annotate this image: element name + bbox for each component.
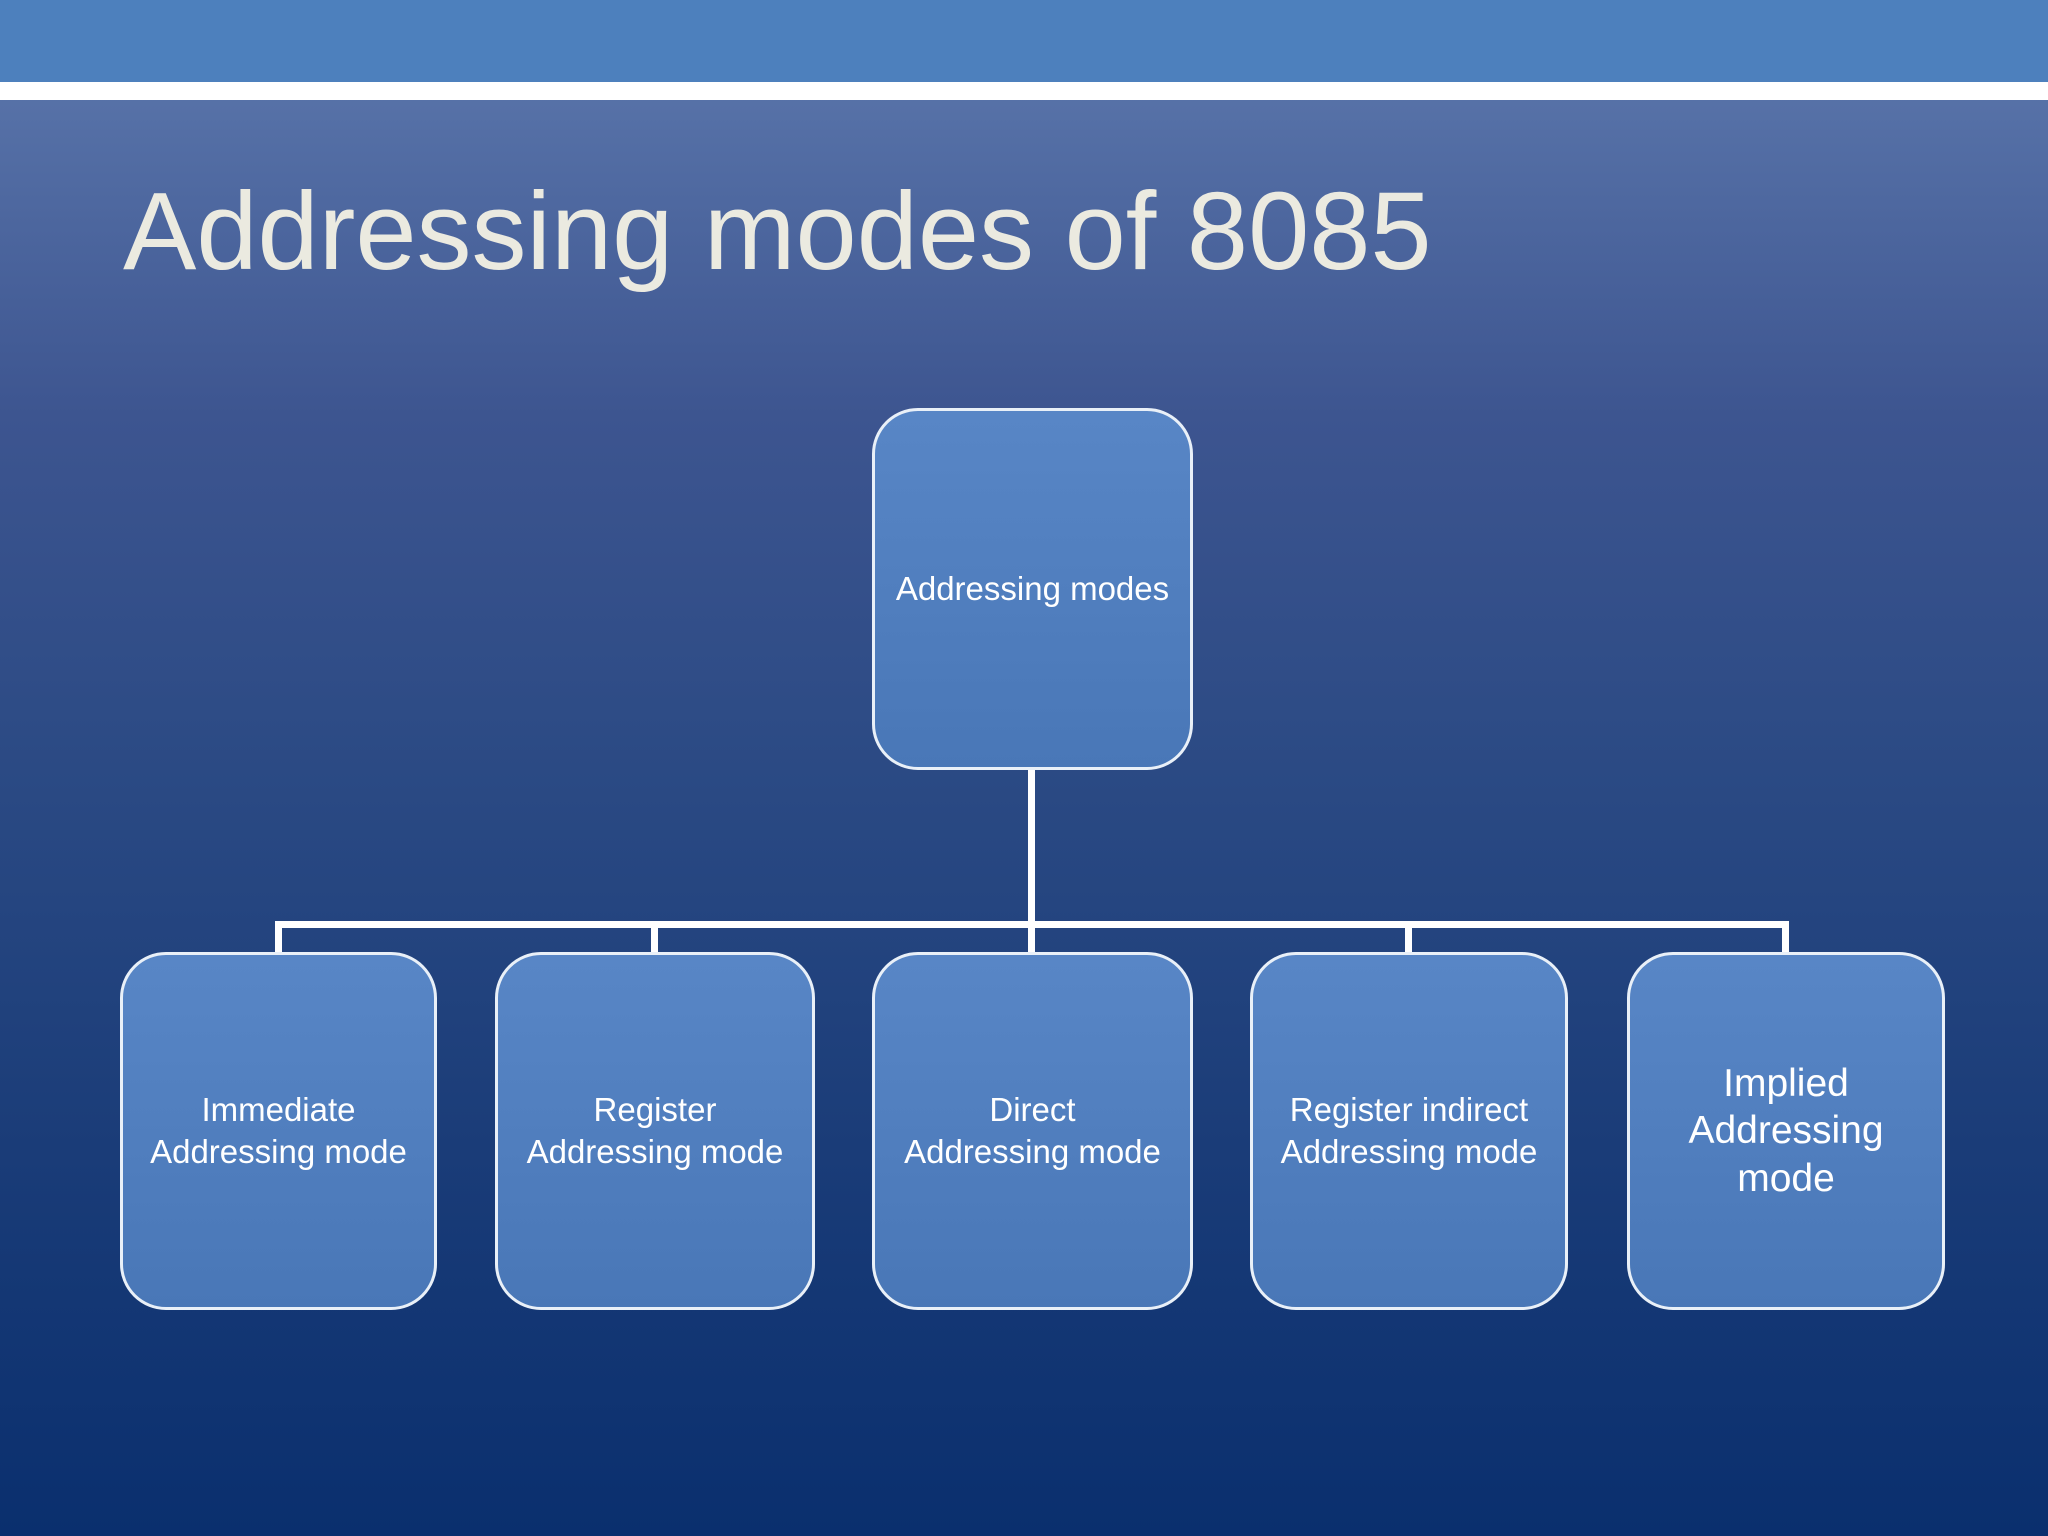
- connector-crossbar: [275, 921, 1789, 928]
- connector-drop-immediate: [275, 921, 282, 956]
- connector-root-trunk: [1028, 768, 1035, 956]
- connector-drop-register-indirect: [1405, 921, 1412, 956]
- node-label: Register Addressing mode: [526, 1091, 784, 1170]
- connector-drop-implied: [1782, 921, 1789, 956]
- diagram-node-direct: Direct Addressing mode: [872, 952, 1193, 1310]
- node-label: Addressing modes: [895, 570, 1170, 608]
- slide-title: Addressing modes of 8085: [123, 170, 1432, 293]
- node-label: Immediate Addressing mode: [150, 1091, 407, 1170]
- connector-drop-register: [651, 921, 658, 956]
- node-label: Register indirect Addressing mode: [1280, 1091, 1538, 1170]
- diagram-node-register: Register Addressing mode: [495, 952, 815, 1310]
- diagram-node-implied: Implied Addressing mode: [1627, 952, 1945, 1310]
- diagram-node-register-indirect: Register indirect Addressing mode: [1250, 952, 1568, 1310]
- diagram-node-immediate: Immediate Addressing mode: [120, 952, 437, 1310]
- divider-stripe: [0, 82, 2048, 100]
- diagram-node-root: Addressing modes: [872, 408, 1193, 770]
- node-label: Implied Addressing mode: [1688, 1061, 1884, 1200]
- top-accent-bar: [0, 0, 2048, 82]
- node-label: Direct Addressing mode: [904, 1091, 1161, 1170]
